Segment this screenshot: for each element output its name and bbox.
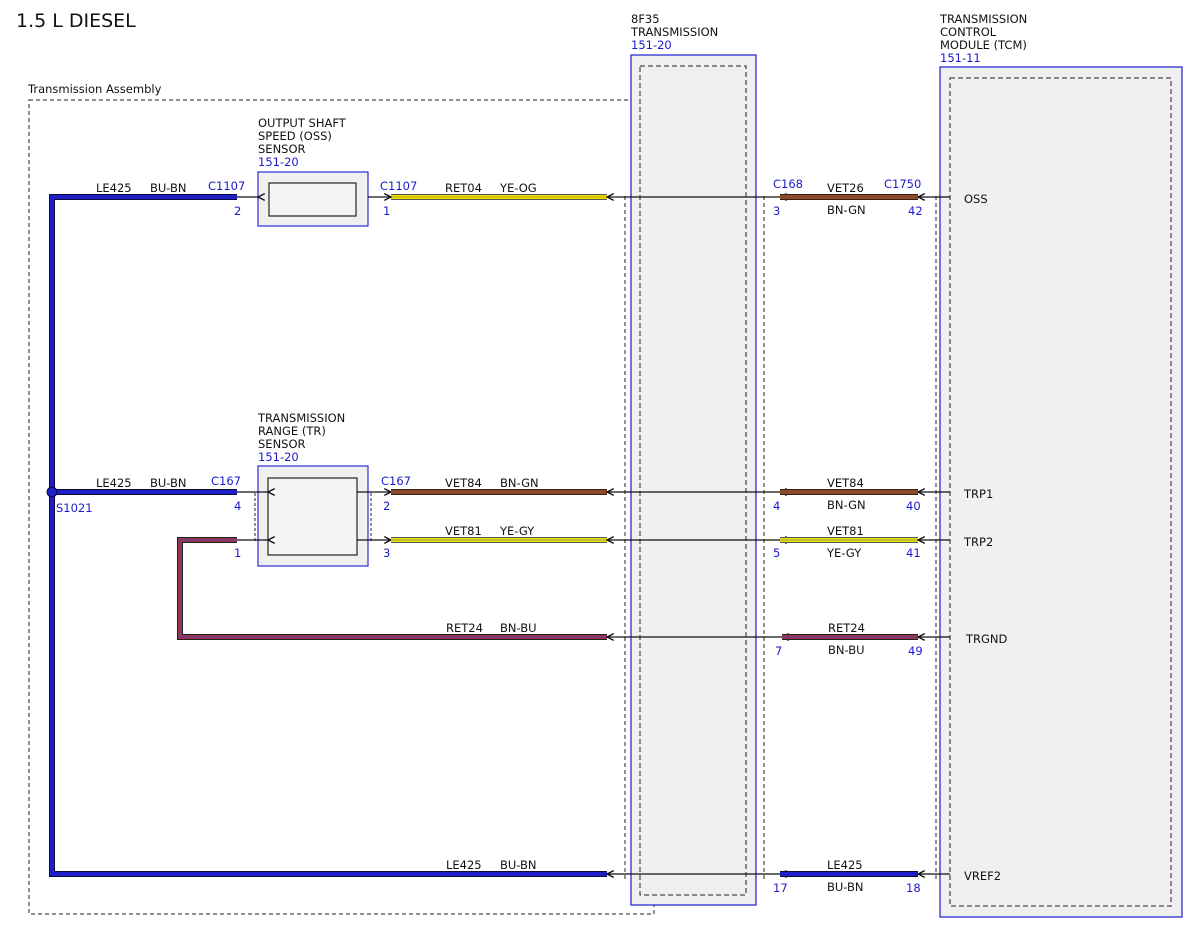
tr-left-connector: C167 [211,474,241,488]
oss-sensor-title-1: OUTPUT SHAFT [258,116,347,130]
assembly-boundary [28,99,655,915]
oss-sensor-ref: 151-20 [258,155,299,169]
trp1-left-connector: C167 [381,474,411,488]
trp2-tcm-circuit: VET81 [827,524,864,538]
trp1-tcm-pin-right: 40 [906,499,921,513]
trp2-tcm-pin-right: 41 [906,546,921,560]
tr-left-pin: 4 [234,499,241,513]
wire-le425-bus-color [50,195,607,876]
oss-sensor-title-2: SPEED (OSS) [258,129,332,143]
trp1-left-circuit: VET84 [445,476,482,490]
vref-tcm-color: BU-BN [827,880,864,894]
page-title: 1.5 L DIESEL [16,10,136,32]
tcm-title-1: TRANSMISSION [939,12,1027,26]
transmission-title-2: TRANSMISSION [630,25,718,39]
vref-tcm-circuit: LE425 [827,858,863,872]
trp1-tcm-color: BN-GN [827,498,866,512]
trgnd-tcm-circuit: RET24 [828,621,865,635]
trp2-signal: TRP2 [963,535,993,549]
trgnd-left-circuit: RET24 [446,621,483,635]
wire-ret24-loop-color [178,538,607,639]
trp1-signal: TRP1 [963,487,993,501]
trgnd-left-color: BN-BU [500,621,537,635]
splice-label: S1021 [56,501,93,515]
oss-tcm-pin-right: 42 [908,204,923,218]
trgnd-tcm-color: BN-BU [828,643,865,657]
tr-left-color: BU-BN [150,476,187,490]
oss-tcm-circuit: VET26 [827,181,864,195]
tr-sensor-element [267,477,358,556]
transmission-title-1: 8F35 [631,12,660,26]
trgnd-tcm-pin-left: 7 [775,644,782,658]
oss-left-circuit: LE425 [96,181,132,195]
oss-tcm-conn-left: C168 [773,177,803,191]
trp2-tcm-color: YE-GY [826,546,862,560]
wire-ret24-loop-stripe [179,539,607,638]
oss-tcm-color: BN-GN [827,203,866,217]
oss-sensor-title-3: SENSOR [258,142,306,156]
tcm-title-3: MODULE (TCM) [940,38,1027,52]
trp1-left-color: BN-GN [500,476,539,490]
tr-sensor-title-3: SENSOR [258,437,306,451]
transmission-ref: 151-20 [631,38,672,52]
vref-tcm-pin-right: 18 [906,881,921,895]
transmission-module [630,54,757,906]
splice-s1021 [46,486,58,498]
oss-right-connector: C1107 [380,179,417,193]
oss-left-color: BU-BN [150,181,187,195]
tr-sensor-title-1: TRANSMISSION [257,411,345,425]
oss-tcm-conn-right: C1750 [884,177,921,191]
trp2-left-color: YE-GY [499,524,535,538]
tcm-title-2: CONTROL [940,25,997,39]
oss-left-connector: C1107 [208,179,245,193]
oss-right-circuit: RET04 [445,181,482,195]
oss-right-pin: 1 [383,204,390,218]
transmission-module-inner [639,65,747,896]
oss-signal: OSS [964,192,988,206]
tr-sensor-ref: 151-20 [258,450,299,464]
trgnd-tcm-pin-right: 49 [908,644,923,658]
vref-left-color: BU-BN [500,858,537,872]
vref-left-circuit: LE425 [446,858,482,872]
trp2-tcm-pin-left: 5 [773,546,780,560]
tr-sensor-title-2: RANGE (TR) [258,424,326,438]
tcm-module [939,66,1183,918]
tcm-ref: 151-11 [940,51,981,65]
oss-sensor-element [268,182,357,217]
tr-left-circuit: LE425 [96,476,132,490]
trp1-tcm-pin-left: 4 [773,499,780,513]
trp2-left-pin: 3 [383,546,390,560]
oss-tcm-pin-left: 3 [773,204,780,218]
trp1-left-pin: 2 [383,499,390,513]
tr-pin1: 1 [234,546,241,560]
oss-left-pin: 2 [234,204,241,218]
vref-signal: VREF2 [964,869,1001,883]
vref-tcm-pin-left: 17 [773,881,788,895]
assembly-label: Transmission Assembly [27,82,162,96]
wire-ret24-loop [177,537,607,640]
trgnd-signal: TRGND [965,632,1008,646]
trp2-left-circuit: VET81 [445,524,482,538]
trp1-tcm-circuit: VET84 [827,476,864,490]
oss-right-color: YE-OG [499,181,537,195]
